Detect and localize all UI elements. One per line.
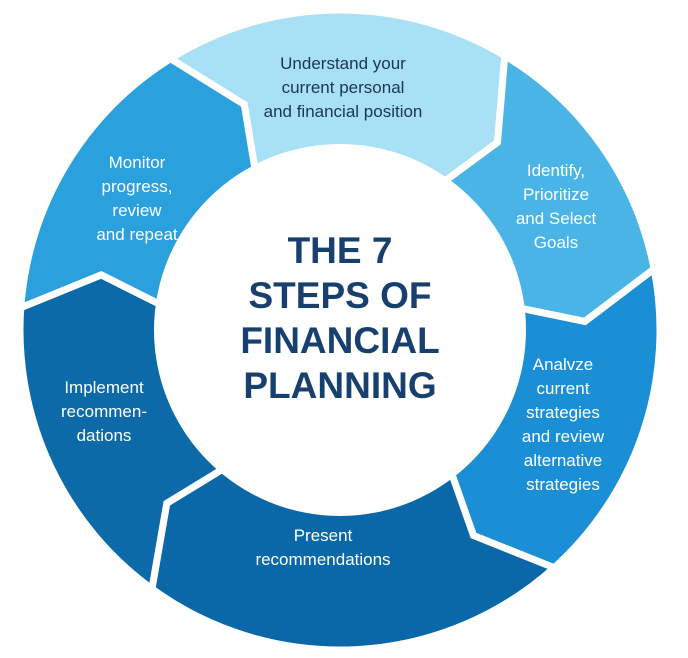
step-implement-label: Implement recommen- dations [61, 378, 147, 445]
step-identify-label: Identify, Prioritize and Select Goals [515, 161, 597, 252]
center-title: THE 7 STEPS OF FINANCIAL PLANNING [240, 230, 440, 406]
step-monitor-label: Monitor progress, review and repeat [96, 153, 178, 244]
step-present-label: Present recommendations [255, 526, 391, 569]
step-analyze-label: Analvze current strategies and review al… [521, 355, 605, 494]
center-circle [154, 144, 526, 516]
step-understand-label: Understand your current personal and fin… [263, 54, 423, 121]
